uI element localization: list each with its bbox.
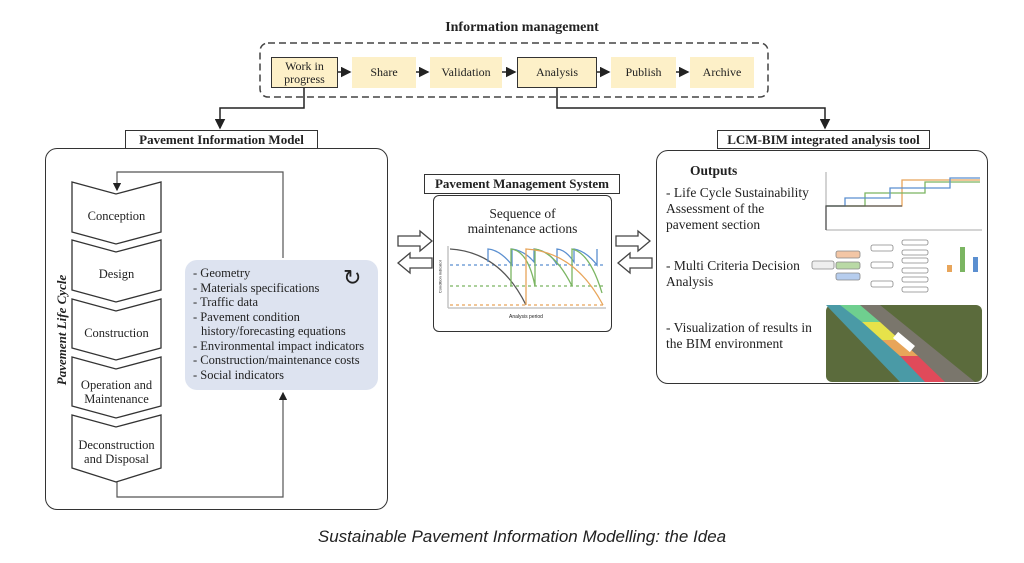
data-item: - Geometry	[193, 266, 251, 280]
data-item: - Environmental impact indicators	[193, 338, 365, 353]
pim-data-list: - Geometry - Materials specifications - …	[185, 260, 378, 390]
info-management-title: Information management	[445, 20, 599, 35]
pms-y-label: Condition indicator	[437, 259, 443, 294]
step-publish: Publish	[611, 57, 676, 88]
gray-curve	[449, 248, 527, 306]
info-management-dashed-box	[259, 42, 769, 98]
stage-conception: Conception	[87, 209, 146, 223]
mcda-diagram	[811, 239, 978, 293]
caption: Sustainable Pavement Information Modelli…	[317, 527, 727, 546]
pms-subtitle: Sequence of maintenance actions	[467, 206, 578, 236]
step-archive: Archive	[690, 57, 754, 88]
stage-operation-maintenance: Operation and Maintenance	[80, 378, 153, 406]
output-mcda: - Multi Criteria Decision Analysis	[666, 258, 800, 289]
pms-chart	[447, 246, 606, 309]
data-item: - Materials specifications	[193, 280, 320, 295]
analysis-to-lcm-arrow	[556, 88, 831, 130]
lcsa-chart	[825, 172, 982, 231]
data-item: - Pavement condition history/forecasting…	[193, 309, 346, 339]
green-curve	[510, 248, 603, 294]
exchange-arrows	[396, 229, 653, 275]
step-validation: Validation	[430, 57, 502, 88]
data-item: - Traffic data	[193, 295, 259, 309]
orange-curve	[525, 248, 604, 306]
feedback-bottom-arrow	[116, 391, 288, 498]
data-item: - Construction/maintenance costs	[193, 353, 360, 367]
feedback-top-arrow	[112, 171, 284, 258]
life-cycle-label: Pavement Life Cycle	[54, 274, 69, 386]
step-share: Share	[352, 57, 416, 88]
data-item: - Social indicators	[193, 367, 284, 382]
refresh-icon: ↻	[343, 266, 362, 291]
output-bim-visualization: - Visualization of results in the BIM en…	[666, 320, 812, 351]
pms-x-label: Analysis period	[509, 314, 543, 320]
output-lcsa: - Life Cycle Sustainability Assessment o…	[666, 185, 809, 232]
pim-title: Pavement Information Model	[125, 130, 318, 149]
pms-title: Pavement Management System	[424, 174, 620, 194]
stage-construction: Construction	[84, 326, 149, 340]
lcm-panel	[656, 150, 988, 384]
lcm-title: LCM-BIM integrated analysis tool	[717, 130, 930, 149]
stage-chevrons	[71, 181, 162, 483]
bim-visualization-image	[826, 305, 982, 382]
step-analysis: Analysis	[517, 57, 597, 88]
outputs-heading: Outputs	[690, 163, 738, 178]
step-work-in-progress: Work in progress	[271, 57, 338, 88]
pms-panel	[433, 195, 612, 332]
stage-deconstruction-disposal: Deconstruction and Disposal	[78, 438, 155, 466]
wip-to-pim-arrow	[214, 88, 305, 130]
stage-design: Design	[98, 267, 135, 281]
